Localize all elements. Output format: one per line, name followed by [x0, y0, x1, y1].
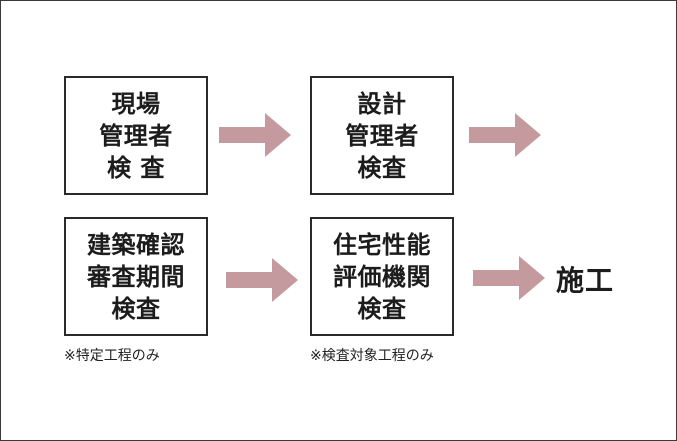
box-line: 審査期間 [87, 262, 185, 291]
box-line: 検査 [357, 294, 407, 323]
specific-process-note: ※特定工程のみ [64, 348, 160, 364]
box-line: 検査 [111, 294, 161, 323]
housing-performance-inspection-box: 住宅性能 評価機関 検査 [310, 217, 454, 336]
box-line: 検査 [357, 153, 407, 182]
inspection-target-note: ※検査対象工程のみ [310, 348, 434, 364]
construction-label: 施工 [556, 264, 615, 297]
box-line: 住宅性能 [333, 230, 431, 259]
box-line: 現場 [111, 89, 161, 118]
arrow-right-icon [226, 258, 298, 302]
box-line: 管理者 [345, 121, 419, 150]
building-confirmation-inspection-box: 建築確認 審査期間 検査 [64, 217, 208, 336]
box-line: 建築確認 [87, 230, 185, 259]
box-line: 管理者 [99, 121, 173, 150]
box-line: 検 査 [107, 153, 165, 182]
box-line: 評価機関 [333, 262, 431, 291]
box-line: 設計 [357, 89, 407, 118]
site-manager-inspection-box: 現場 管理者 検 査 [64, 76, 208, 195]
design-manager-inspection-box: 設計 管理者 検査 [310, 76, 454, 195]
arrow-right-icon [219, 113, 291, 157]
arrow-right-icon [473, 256, 545, 300]
arrow-right-icon [469, 113, 541, 157]
